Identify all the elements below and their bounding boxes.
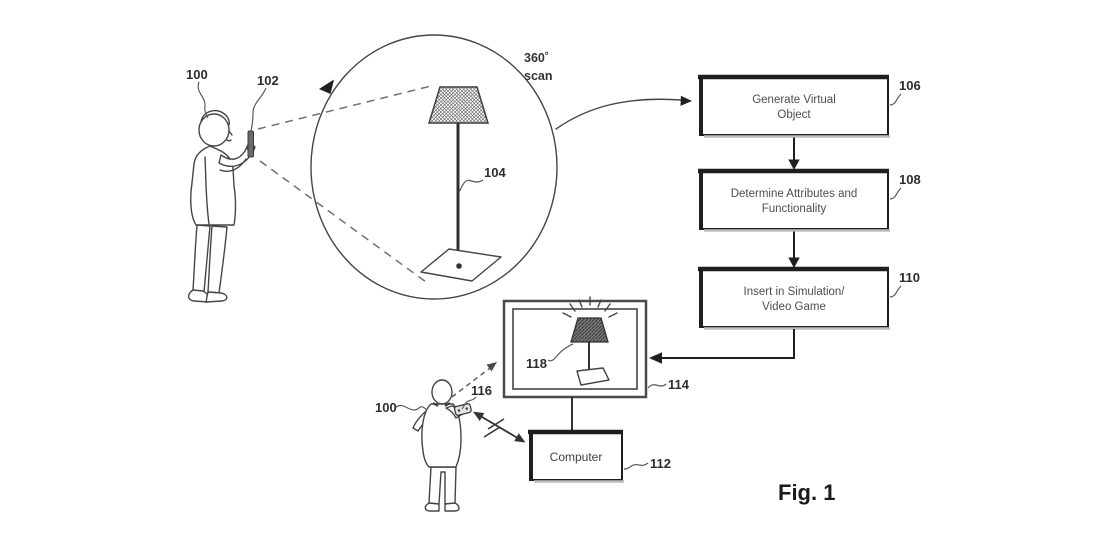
box-110-line1: Insert in Simulation/ <box>744 286 846 298</box>
ref-100-top: 100 <box>186 67 208 82</box>
person2-head <box>431 379 453 405</box>
curved-arrowhead-icon <box>680 95 692 106</box>
computer-box: Computer 112 <box>528 429 671 483</box>
leader-108 <box>889 187 902 200</box>
person1-jacket-line <box>204 156 210 225</box>
game-controller <box>453 403 472 416</box>
wireless-arrowhead-left-icon <box>473 411 485 421</box>
display-monitor: 118 114 <box>502 296 690 399</box>
box-108-line1: Determine Attributes and <box>731 188 858 200</box>
flowchart: Generate Virtual Object 106 Determine At… <box>649 74 921 364</box>
ref-100-bottom: 100 <box>375 400 397 415</box>
wireless-zigzag-icon <box>483 418 505 438</box>
virtual-lamp-base <box>576 367 610 386</box>
leader-104 <box>458 179 484 193</box>
box-110-rect <box>699 269 889 328</box>
person1-back-leg <box>192 224 211 293</box>
person1-hair <box>200 110 230 126</box>
person2-legs <box>428 466 457 505</box>
person2-left-shoe <box>424 502 440 512</box>
computer-label: Computer <box>550 450 603 464</box>
person1-head <box>198 113 230 147</box>
scan-beam-lower <box>259 160 427 283</box>
floor-lamp <box>420 86 502 282</box>
person1-face-lines <box>226 130 233 142</box>
scan-degrees-label: 360˚ <box>524 51 549 65</box>
scan-circle <box>310 34 558 300</box>
person-playing <box>412 379 472 512</box>
person1-back-shoe <box>187 289 210 303</box>
monitor-screen <box>512 308 638 390</box>
gaze-dashed-line <box>451 367 491 398</box>
box-108-line2: Functionality <box>762 203 827 215</box>
ref-114: 114 <box>668 377 690 392</box>
scan-scene: 360˚ scan 100 <box>186 34 558 303</box>
person2-collar <box>432 402 451 407</box>
wireless-link <box>473 411 526 443</box>
scan-word-label: scan <box>524 69 553 83</box>
lamp-base-foot <box>456 263 462 269</box>
ref-110: 110 <box>899 270 920 285</box>
arrow-110-display-head-icon <box>649 352 662 364</box>
ref-108: 108 <box>899 172 921 187</box>
controller-button-left <box>457 409 461 412</box>
scan-beam-upper <box>257 85 432 130</box>
output-scene: 118 114 Computer 112 <box>375 296 690 512</box>
gaze-arrowhead-icon <box>486 362 497 372</box>
curved-arrow-line <box>555 98 682 130</box>
computer-rect <box>529 432 623 481</box>
wireless-arrowhead-right-icon <box>514 433 526 443</box>
box-106-rect <box>699 77 889 136</box>
figure-caption: Fig. 1 <box>778 480 835 505</box>
flowchart-box-attributes: Determine Attributes and Functionality 1… <box>698 168 921 232</box>
ref-102: 102 <box>257 73 279 88</box>
box-108-rect <box>699 171 889 230</box>
leader-106 <box>889 93 902 106</box>
scan-rotation-arrowhead-icon <box>319 79 334 94</box>
person1-front-shoe <box>205 291 228 303</box>
ref-104: 104 <box>484 165 506 180</box>
box-106-line1: Generate Virtual <box>752 94 836 106</box>
lamp-shade <box>427 86 490 124</box>
controller-button-right <box>465 407 468 410</box>
leader-114 <box>647 383 667 389</box>
arrow-108-110-head-icon <box>788 257 800 268</box>
box-110-line2: Video Game <box>762 301 826 313</box>
leader-102 <box>250 87 267 132</box>
leader-110 <box>889 285 902 298</box>
leader-112 <box>623 462 649 470</box>
flowchart-box-generate: Generate Virtual Object 106 <box>698 74 921 138</box>
virtual-lamp-glow-rays <box>562 296 618 318</box>
scan-to-flowchart-arrow <box>555 95 692 130</box>
person1-front-leg <box>207 225 228 294</box>
leader-118 <box>547 343 574 362</box>
box-106-line2: Object <box>777 109 811 121</box>
person1-torso <box>190 145 237 226</box>
person-scanning <box>187 110 256 303</box>
leader-100-top <box>197 81 209 119</box>
scanner-device <box>247 130 254 158</box>
ref-106: 106 <box>899 78 921 93</box>
controller-body <box>453 403 472 416</box>
ref-116: 116 <box>471 383 492 398</box>
ref-118: 118 <box>526 356 547 371</box>
virtual-lamp-shade <box>570 317 609 343</box>
person2-torso <box>421 403 462 468</box>
flowchart-box-insert: Insert in Simulation/ Video Game 110 <box>698 266 920 330</box>
ref-112: 112 <box>650 456 671 471</box>
person1-forearm-line <box>219 158 247 172</box>
leader-116 <box>461 396 477 410</box>
virtual-lamp <box>562 296 618 386</box>
arrow-106-108-head-icon <box>788 159 800 170</box>
leader-100-bottom <box>395 405 428 411</box>
arrow-110-display-line <box>661 329 795 359</box>
person2-right-shoe <box>444 502 460 512</box>
